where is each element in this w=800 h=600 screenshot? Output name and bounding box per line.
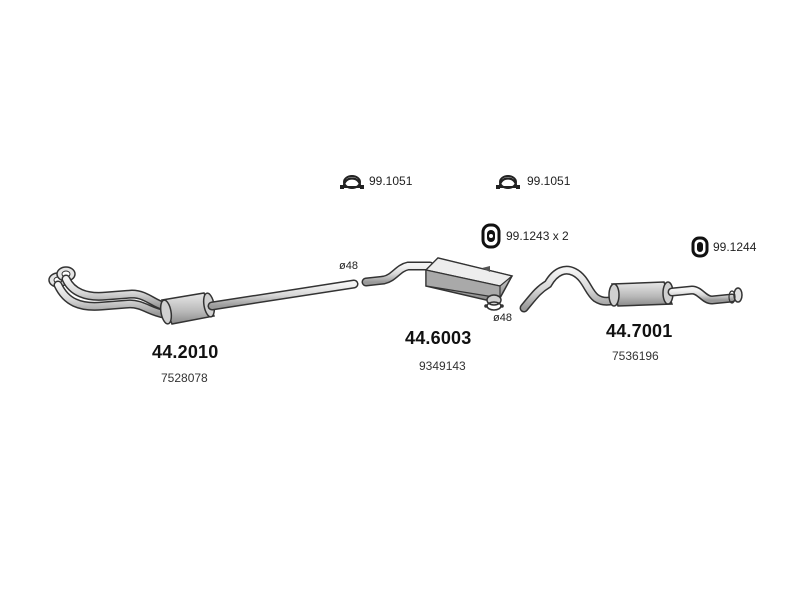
clamp-code: 99.1051 xyxy=(369,174,413,188)
part-reference: 9349143 xyxy=(419,359,466,373)
pipe-diameter: ø48 xyxy=(339,260,358,272)
hanger-code: 99.1244 xyxy=(713,240,757,254)
part-reference: 7536196 xyxy=(612,349,659,363)
middle-silencer-44-6003 xyxy=(361,257,514,311)
hanger-code: 99.1243 x 2 xyxy=(506,229,569,243)
pipe-diameter: ø48 xyxy=(493,312,512,324)
front-pipe-44-2010 xyxy=(48,266,359,325)
part-reference: 7528078 xyxy=(161,371,208,385)
part-number: 44.7001 xyxy=(606,321,673,341)
clamp-code: 99.1051 xyxy=(527,174,571,188)
exhaust-clamp-icon xyxy=(496,175,520,189)
rubber-hanger-icon xyxy=(691,236,709,258)
exhaust-clamp-icon xyxy=(340,175,364,189)
rubber-hanger-icon xyxy=(481,223,501,249)
part-number: 44.6003 xyxy=(405,328,472,348)
part-number: 44.2010 xyxy=(152,342,219,362)
rear-silencer-44-7001 xyxy=(519,265,743,313)
